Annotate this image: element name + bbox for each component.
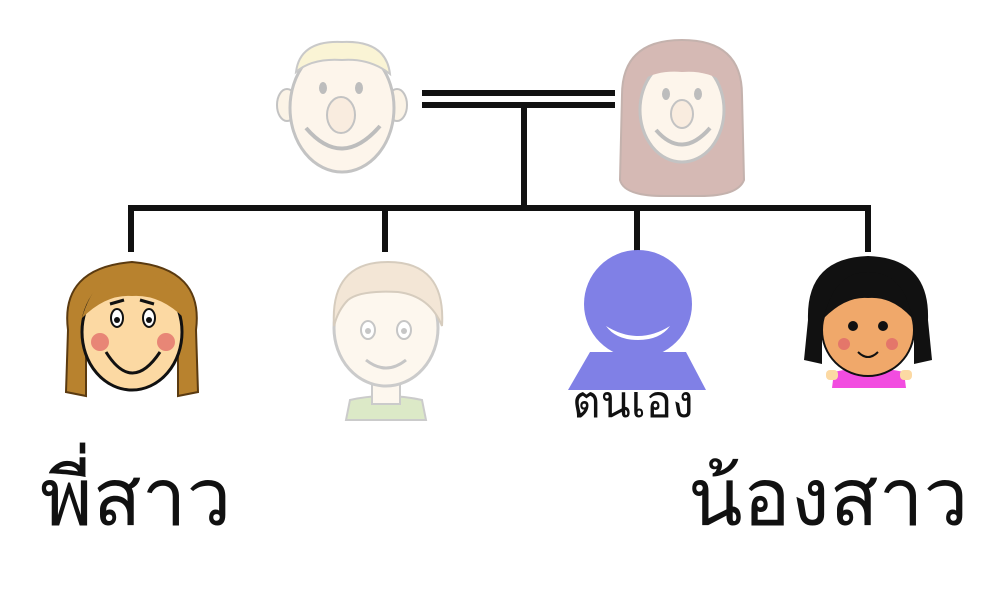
father-icon <box>276 40 408 174</box>
label-younger-sister: น้องสาว <box>688 451 969 544</box>
mother-icon <box>618 38 746 197</box>
tree-connectors <box>128 90 871 252</box>
older-sister-icon <box>64 260 200 398</box>
label-self: ตนเอง <box>572 377 694 428</box>
brother-icon <box>332 260 444 421</box>
label-older-sister: พี่สาว <box>40 451 232 544</box>
younger-sister-icon <box>804 256 932 388</box>
self-icon <box>568 250 706 390</box>
